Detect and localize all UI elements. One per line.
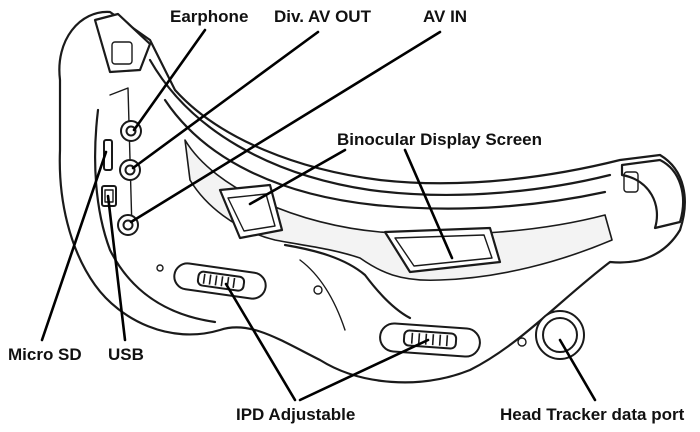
label-div-av-out: Div. AV OUT bbox=[274, 7, 372, 26]
label-ipd: IPD Adjustable bbox=[236, 405, 355, 424]
screw-hole bbox=[156, 264, 164, 272]
av-in-jack bbox=[117, 214, 139, 236]
leader-div-av-out bbox=[131, 30, 320, 170]
leader-head-tracker bbox=[558, 338, 597, 402]
right-display-screen bbox=[383, 226, 502, 274]
screw-hole bbox=[517, 337, 527, 347]
goggle-body bbox=[58, 10, 686, 384]
leader-lines bbox=[40, 28, 597, 402]
right-strap-clip bbox=[620, 158, 685, 230]
label-micro-sd: Micro SD bbox=[8, 345, 82, 364]
label-av-in: AV IN bbox=[423, 7, 467, 26]
label-head-tracker: Head Tracker data port bbox=[500, 405, 685, 424]
left-side-panel bbox=[94, 108, 217, 324]
leader-micro-sd bbox=[40, 150, 108, 342]
head-tracker-port bbox=[535, 310, 585, 360]
leader-ipd-right bbox=[298, 338, 430, 402]
leader-display-right bbox=[403, 148, 454, 260]
labels: Earphone Div. AV OUT AV IN Binocular Dis… bbox=[8, 7, 685, 424]
label-binocular-display: Binocular Display Screen bbox=[337, 130, 542, 149]
leader-earphone bbox=[132, 28, 207, 132]
label-earphone: Earphone bbox=[170, 7, 248, 26]
inner-cavity bbox=[184, 139, 613, 282]
leader-usb bbox=[106, 194, 127, 342]
screw-hole bbox=[313, 285, 323, 295]
left-strap-clip bbox=[93, 12, 152, 74]
label-usb: USB bbox=[108, 345, 144, 364]
left-ipd-slider bbox=[173, 262, 267, 300]
right-ipd-slider bbox=[379, 322, 481, 358]
leader-av-in bbox=[129, 30, 442, 224]
nose-bridge bbox=[283, 243, 412, 320]
leader-display-left bbox=[248, 148, 347, 206]
div-av-out-jack bbox=[119, 159, 141, 181]
inner-rim bbox=[148, 58, 612, 196]
inner-rim-lower bbox=[163, 98, 607, 210]
leader-ipd-left bbox=[224, 282, 297, 402]
